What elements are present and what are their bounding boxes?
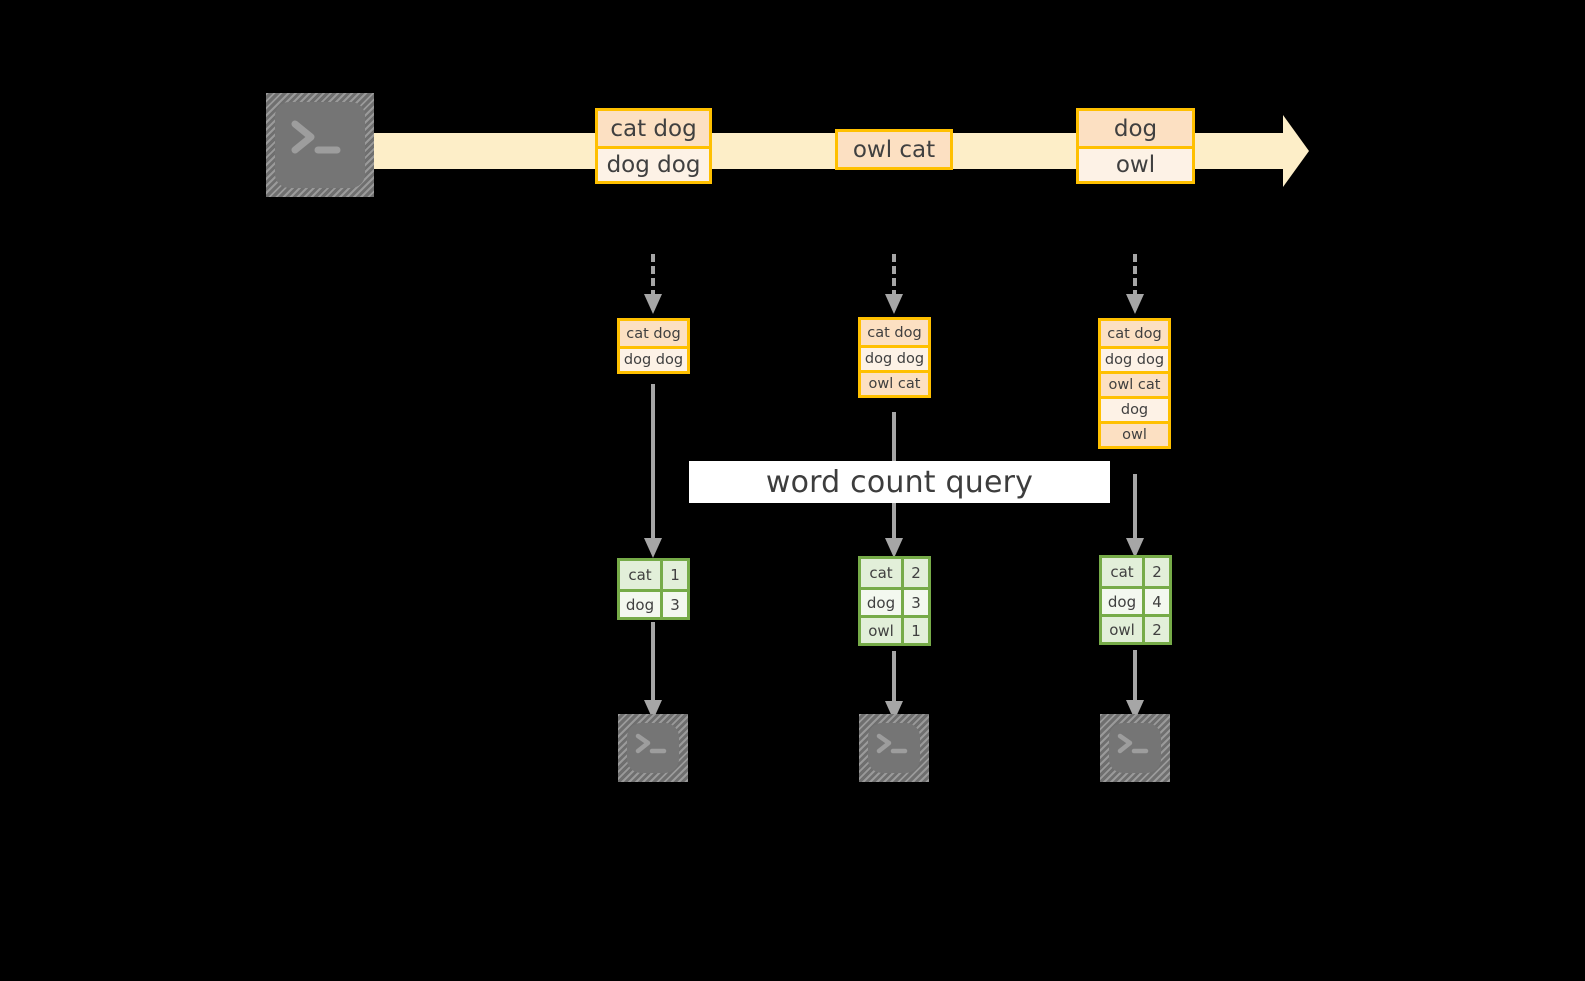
table-row: owl 2 — [1102, 614, 1169, 642]
result-word: owl — [861, 618, 904, 643]
snapshot-3-query-arrow — [1126, 474, 1144, 560]
result-word: cat — [861, 559, 904, 587]
terminal-icon-body — [1109, 723, 1161, 773]
table-row: owl 1 — [861, 615, 928, 643]
result-count: 3 — [663, 592, 687, 617]
result-word: dog — [861, 590, 904, 615]
snapshot-input-line: dog dog — [620, 346, 687, 371]
table-row: cat 2 — [1102, 558, 1169, 586]
snapshot-input-line: dog dog — [1101, 346, 1168, 371]
snapshot-2-sink-arrow — [885, 651, 903, 723]
table-row: cat 1 — [620, 561, 687, 589]
result-word: owl — [1102, 617, 1145, 642]
terminal-prompt-icon — [1117, 733, 1149, 754]
stream-record-line: cat dog — [598, 111, 709, 146]
result-word: dog — [620, 592, 663, 617]
result-count: 1 — [904, 618, 928, 643]
result-count: 2 — [1145, 558, 1169, 586]
query-label: word count query — [689, 461, 1110, 503]
snapshot-3-result-table: cat 2 dog 4 owl 2 — [1099, 555, 1172, 645]
snapshot-3-sink-terminal-icon[interactable] — [1100, 714, 1170, 782]
snapshot-1-input-stack: cat dog dog dog — [617, 318, 690, 374]
result-count: 1 — [663, 561, 687, 589]
terminal-icon-body — [868, 723, 920, 773]
result-count: 2 — [1145, 617, 1169, 642]
terminal-prompt-icon — [291, 120, 341, 154]
snapshot-1-sink-terminal-icon[interactable] — [618, 714, 688, 782]
stream-arrow-head — [1283, 115, 1309, 187]
terminal-icon-body — [275, 102, 365, 188]
result-count: 4 — [1145, 589, 1169, 614]
result-word: cat — [1102, 558, 1145, 586]
snapshot-1-query-arrow — [644, 384, 662, 560]
snapshot-2-result-table: cat 2 dog 3 owl 1 — [858, 556, 931, 646]
table-row: dog 3 — [861, 587, 928, 615]
stream-record-group-3: dog owl — [1076, 108, 1195, 184]
terminal-icon-body — [627, 723, 679, 773]
snapshot-input-line: owl cat — [1101, 371, 1168, 396]
result-word: cat — [620, 561, 663, 589]
snapshot-input-line: cat dog — [861, 320, 928, 345]
snapshot-3-input-stack: cat dog dog dog owl cat dog owl — [1098, 318, 1171, 449]
result-word: dog — [1102, 589, 1145, 614]
stream-record-group-1: cat dog dog dog — [595, 108, 712, 184]
snapshot-input-line: owl cat — [861, 370, 928, 395]
snapshot-2-sink-terminal-icon[interactable] — [859, 714, 929, 782]
snapshot-2-input-stack: cat dog dog dog owl cat — [858, 317, 931, 398]
snapshot-input-line: dog dog — [861, 345, 928, 370]
result-count: 2 — [904, 559, 928, 587]
terminal-prompt-icon — [876, 733, 908, 754]
stream-record-line: owl cat — [838, 132, 950, 167]
table-row: dog 3 — [620, 589, 687, 617]
snapshot-input-line: dog — [1101, 396, 1168, 421]
stream-source-terminal-icon[interactable] — [266, 93, 374, 197]
stream-record-line: dog dog — [598, 146, 709, 181]
snapshot-input-line: cat dog — [1101, 321, 1168, 346]
stream-record-line: owl — [1079, 146, 1192, 181]
snapshot-1-sink-arrow — [644, 622, 662, 722]
snapshot-3-sink-arrow — [1126, 650, 1144, 722]
snapshot-input-line: cat dog — [620, 321, 687, 346]
snapshot-1-result-table: cat 1 dog 3 — [617, 558, 690, 620]
stream-to-snapshot-arrow-1 — [644, 254, 662, 314]
stream-record-group-2: owl cat — [835, 129, 953, 170]
result-count: 3 — [904, 590, 928, 615]
table-row: dog 4 — [1102, 586, 1169, 614]
terminal-prompt-icon — [635, 733, 667, 754]
stream-to-snapshot-arrow-2 — [885, 254, 903, 314]
snapshot-input-line: owl — [1101, 421, 1168, 446]
stream-to-snapshot-arrow-3 — [1126, 254, 1144, 314]
table-row: cat 2 — [861, 559, 928, 587]
stream-record-line: dog — [1079, 111, 1192, 146]
